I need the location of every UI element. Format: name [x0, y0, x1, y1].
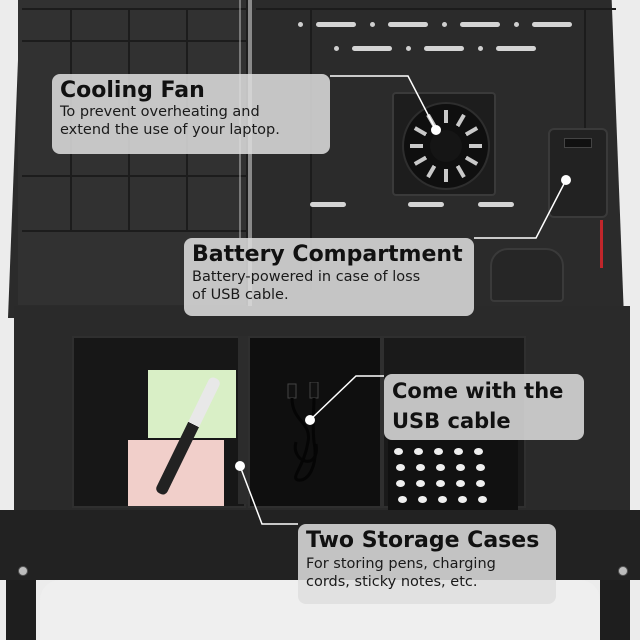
screw — [618, 566, 628, 576]
lid-rib — [22, 40, 246, 42]
vent-slot — [496, 46, 536, 51]
desk-leg — [6, 580, 36, 640]
usb-cable-icon — [287, 382, 319, 482]
callout-body-line: To prevent overheating and — [60, 104, 260, 120]
vent-slot — [460, 22, 500, 27]
battery-latch — [564, 138, 592, 148]
cooling-fan — [392, 92, 496, 196]
callout-title: Come with the USB cable — [392, 379, 564, 433]
callout-battery-compartment: Battery Compartment Battery-powered in c… — [184, 238, 474, 316]
wire — [600, 220, 603, 268]
callout-body-line: Battery-powered in case of loss — [192, 269, 421, 285]
vent-slot — [478, 202, 514, 207]
vent-slot — [310, 202, 346, 207]
vent-dot — [478, 46, 483, 51]
vent-slot — [532, 22, 572, 27]
callout-body-line: cords, sticky notes, etc. — [306, 573, 478, 590]
callout-title: Battery Compartment — [192, 242, 463, 267]
vent-dot — [370, 22, 375, 27]
lid-rib — [22, 8, 246, 10]
vent-slot — [316, 22, 356, 27]
callout-body-line: of USB cable. — [192, 286, 289, 303]
vent-slot — [408, 202, 444, 207]
vent-dot — [514, 22, 519, 27]
screw — [18, 566, 28, 576]
fan-icon — [402, 102, 490, 190]
callout-title: Two Storage Cases — [306, 528, 540, 553]
tray-divider — [238, 336, 248, 504]
callout-title: Cooling Fan — [60, 78, 205, 103]
desk-leg — [600, 580, 630, 640]
vent-dot — [334, 46, 339, 51]
callout-body-line: For storing pens, charging — [306, 556, 496, 572]
vent-grid — [388, 440, 518, 512]
vent-dot — [298, 22, 303, 27]
vent-slot — [352, 46, 392, 51]
lid-rib — [584, 10, 586, 210]
vent-slot — [388, 22, 428, 27]
callout-usb-cable: Come with the USB cable — [384, 374, 584, 440]
callout-cooling-fan: Cooling Fan To prevent overheating and e… — [52, 74, 330, 154]
lid-rib — [256, 8, 616, 10]
callout-body-line: extend the use of your laptop. — [60, 121, 280, 138]
lid-clip — [490, 248, 564, 302]
lid-rib — [22, 175, 246, 177]
lid-seam — [248, 0, 252, 310]
callout-storage-cases: Two Storage Cases For storing pens, char… — [298, 524, 556, 604]
vent-dot — [406, 46, 411, 51]
lid-rib — [22, 230, 246, 232]
vent-dot — [442, 22, 447, 27]
battery-icon — [548, 128, 608, 218]
vent-slot — [424, 46, 464, 51]
